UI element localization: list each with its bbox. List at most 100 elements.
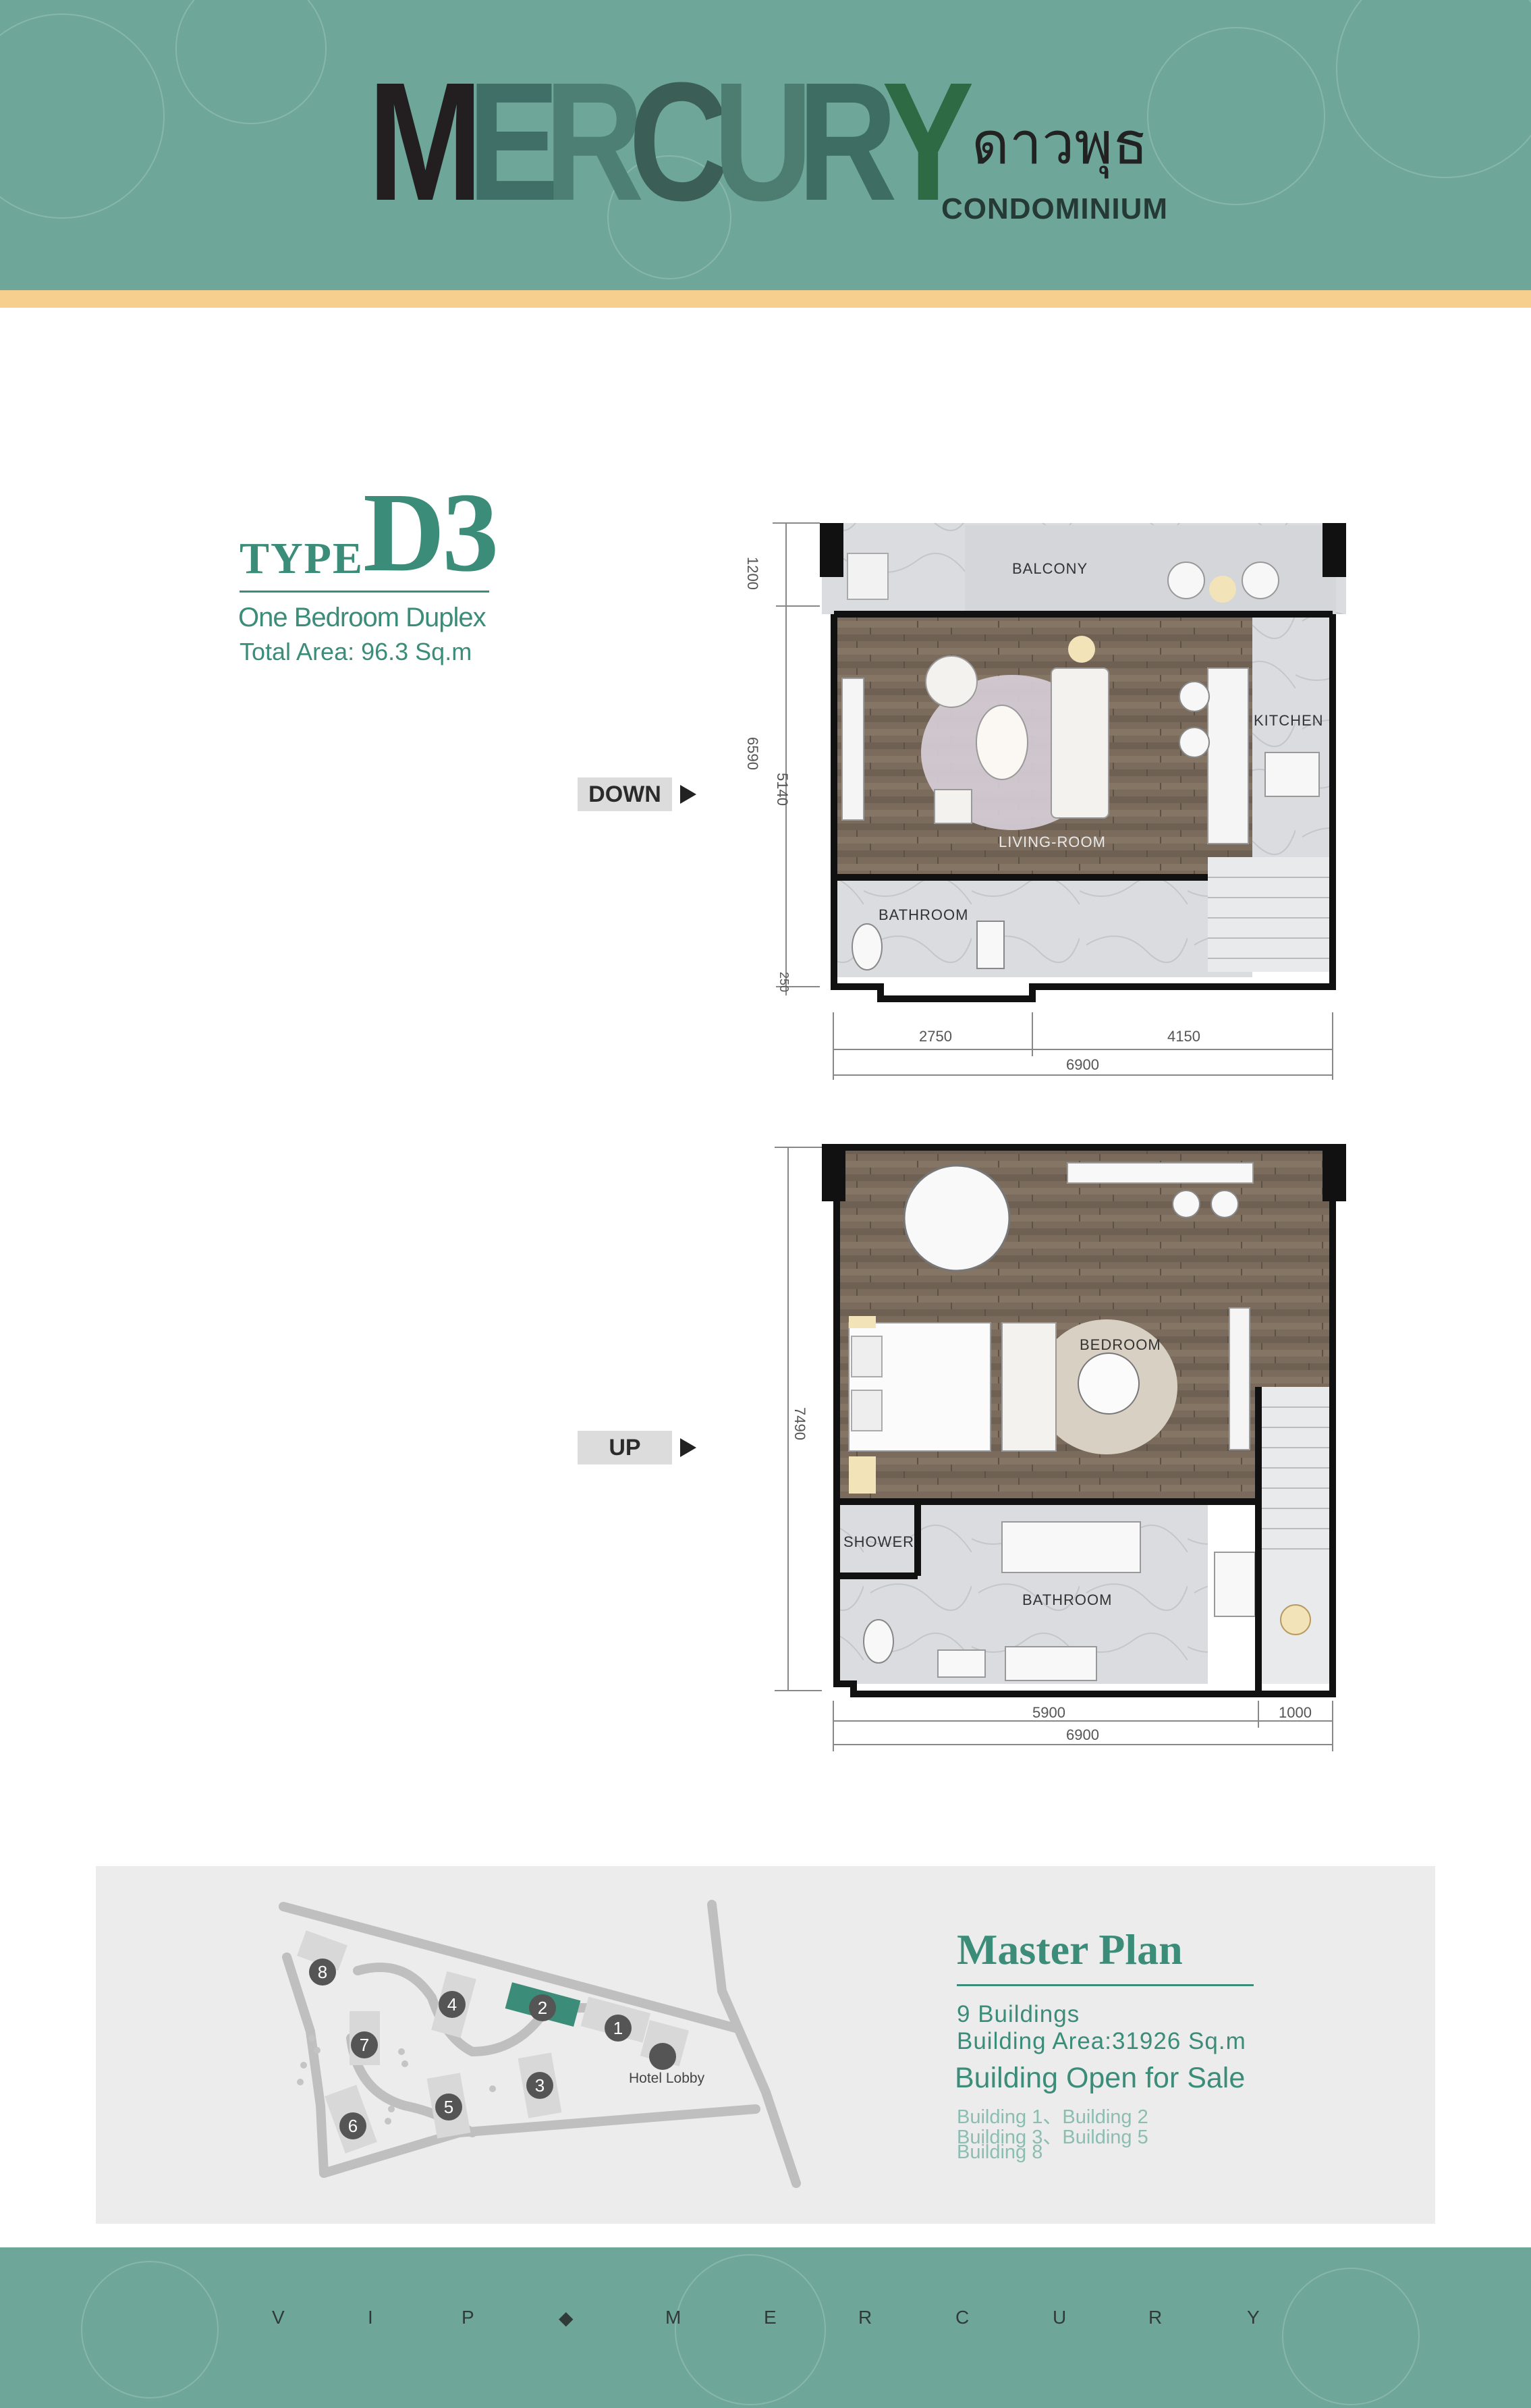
side-table [1068,636,1095,663]
round-bathtub [903,1164,1011,1272]
washbasin [976,921,1005,969]
footer-letter: C [955,2307,970,2328]
building-marker-2: 2 [529,1994,556,2021]
balcony-cabinet [847,553,889,600]
building-marker-8: 8 [309,1959,336,1986]
ornament [607,155,731,279]
washbasin [937,1649,986,1678]
bench [1001,1322,1057,1452]
ornament [1282,2268,1420,2405]
master-plan-area: Building Area:31926 Sq.m [957,2028,1246,2054]
building-marker-6: 6 [339,2112,366,2139]
sale-line: Building 8 [957,2141,1043,2163]
dim-total-width: 6900 [1066,1056,1099,1073]
lower-floor-plan [773,522,1346,1080]
master-plan-buildings: 9 Buildings [957,2001,1080,2027]
room-label-bathroom: BATHROOM [879,906,969,923]
logo-letter: C [628,47,729,236]
footer-letter: Y [1247,2307,1260,2328]
logo-wordmark: MERCURY [368,47,974,236]
level-tag-up: UP [578,1431,672,1465]
dim-right-width: 4150 [1167,1028,1200,1045]
footer-letter: E [764,2307,777,2328]
round-table [1078,1352,1140,1415]
footer-letter: V [272,2307,285,2328]
room-label-bathroom-upper: BATHROOM [1022,1591,1113,1608]
footer-letter: R [1148,2307,1163,2328]
unit-name: One Bedroom Duplex [238,603,486,632]
logo-letter: U [713,47,813,236]
ornament [675,2254,826,2405]
fridge [1264,752,1320,797]
wall-shelf [1067,1162,1254,1184]
building-marker-7: 7 [351,2031,378,2058]
room-label-bedroom: BEDROOM [1080,1336,1161,1353]
room-label-shower: SHOWER [843,1533,914,1550]
upper-floor-plan [775,1144,1346,1751]
ottoman [934,789,972,824]
footer-diamond-icon: ◆ [559,2307,574,2328]
pillow [851,1336,883,1377]
nightstand [849,1456,876,1494]
footer-letter: M [665,2307,681,2328]
logo-letter: R [544,47,644,236]
ornament [1147,27,1325,205]
play-arrow-icon [680,785,696,804]
type-divider [240,591,489,593]
sofa [1051,667,1109,819]
room-label-kitchen: KITCHEN [1254,712,1324,729]
coffee-table [976,705,1028,780]
dim-upper-total-width: 6900 [1066,1726,1099,1743]
building-marker-4: 4 [439,1991,466,2018]
dim-upper-left-width: 5900 [1032,1704,1065,1721]
tv-unit [841,678,864,821]
header-stripe [0,290,1531,308]
armchair [925,655,978,708]
header-band [0,0,1531,290]
stair [1208,857,1333,972]
master-plan-title: Master Plan [957,1925,1183,1973]
play-arrow-icon [680,1438,696,1457]
logo-subtitle: CONDOMINIUM [941,192,1169,225]
room-label-living: LIVING-ROOM [999,833,1106,850]
stool [1172,1190,1200,1218]
footer-letter: P [462,2307,474,2328]
open-for-sale-title: Building Open for Sale [955,2062,1246,2094]
dim-upper-right-width: 1000 [1279,1704,1312,1721]
tv-unit [1229,1307,1250,1450]
building-marker-3: 3 [526,2072,553,2099]
column [1323,523,1346,577]
sale-line: Building 1、Building 2 [957,2106,1148,2128]
footer-band [0,2247,1531,2408]
hotel-lobby-label: Hotel Lobby [629,2071,705,2086]
stool [1210,1190,1239,1218]
room-label-balcony: BALCONY [1012,560,1088,577]
toilet [863,1619,894,1664]
type-label: TYPE [240,534,364,583]
footer-letter: R [858,2307,872,2328]
toilet [852,923,883,970]
logo-letter: M [368,47,483,236]
balcony-table [1209,576,1236,603]
bar-stool [1179,681,1210,712]
cabinet [1214,1552,1256,1617]
column [822,1144,845,1201]
ornament [81,2261,219,2399]
vanity [1005,1646,1097,1681]
master-plan-divider [957,1984,1254,1986]
bathtub [1001,1521,1141,1573]
footer-letter: I [368,2307,373,2328]
dim-left-width: 2750 [919,1028,952,1045]
nightstand [849,1316,876,1328]
logo-thai-text: ดาวพุธ [972,110,1148,177]
kitchen-counter [1207,667,1249,844]
level-tag-down: DOWN [578,777,672,811]
column [820,523,843,577]
bar-stool [1179,727,1210,758]
type-code: D3 [363,470,499,595]
balcony-chair [1242,562,1279,599]
column [1323,1144,1346,1201]
unit-area: Total Area: 96.3 Sq.m [240,638,472,665]
logo-letter: R [797,47,897,236]
